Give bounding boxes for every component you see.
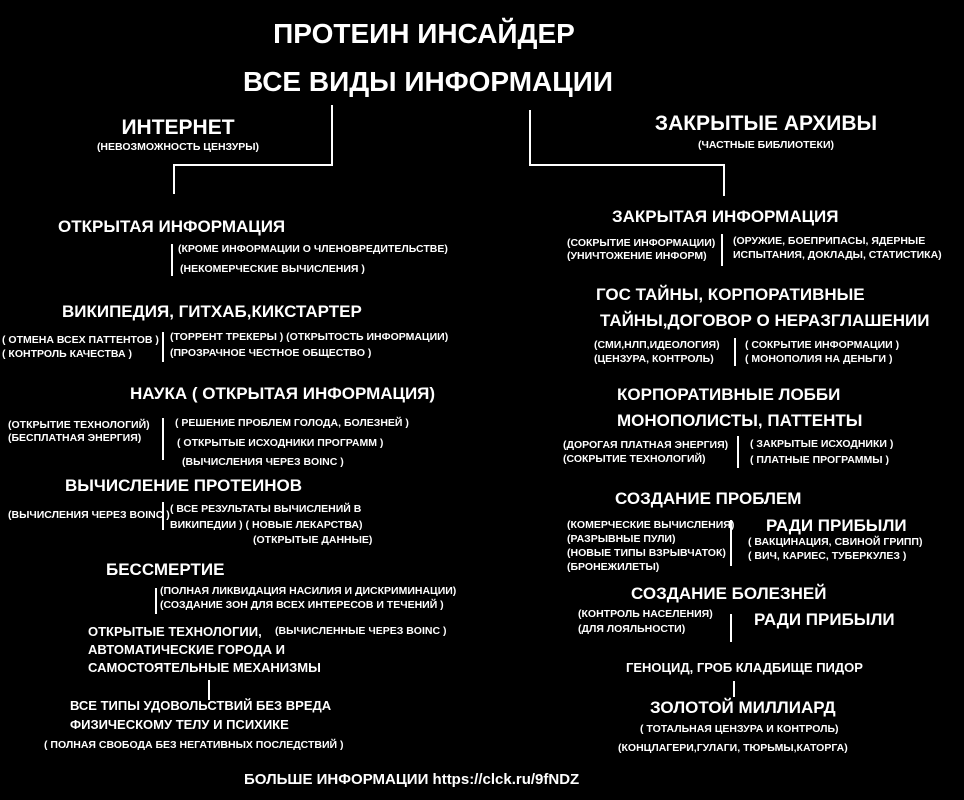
- secrets-right-note: ( МОНОПОЛИЯ НА ДЕНЬГИ ): [745, 353, 893, 365]
- tech-line: ОТКРЫТЫЕ ТЕХНОЛОГИИ,: [88, 624, 262, 639]
- separator-tick: [162, 418, 164, 460]
- wiki-title: ВИКИПЕДИЯ, ГИТХАБ,КИКСТАРТЕР: [62, 302, 362, 321]
- immortality-title: БЕССМЕРТИЕ: [106, 560, 225, 579]
- closed-info-right-note: (ОРУЖИЕ, БОЕПРИПАСЫ, ЯДЕРНЫЕ: [733, 235, 926, 247]
- lobby-left-note: (СОКРЫТИЕ ТЕХНОЛОГИЙ): [563, 453, 706, 465]
- open-info-note: (НЕКОМЕРЧЕСКИЕ ВЫЧИСЛЕНИЯ ): [180, 263, 365, 275]
- connector-line: [529, 110, 531, 165]
- protein-title: ВЫЧИСЛЕНИЕ ПРОТЕИНОВ: [65, 476, 303, 495]
- separator-tick: [162, 502, 164, 530]
- tech-line: САМОСТОЯТЕЛЬНЫЕ МЕХАНИЗМЫ: [88, 660, 321, 675]
- wiki-left-note: ( КОНТРОЛЬ КАЧЕСТВА ): [2, 348, 132, 360]
- open-info-title: ОТКРЫТАЯ ИНФОРМАЦИЯ: [58, 217, 286, 236]
- archives-subheading: (ЧАСТНЫЕ БИБЛИОТЕКИ): [697, 139, 835, 151]
- diseases-left-note: (КОНТРОЛЬ НАСЕЛЕНИЯ): [578, 608, 713, 620]
- wiki-right-note: (ТОРРЕНТ ТРЕКЕРЫ ) (ОТКРЫТОСТЬ ИНФОРМАЦИ…: [170, 331, 449, 343]
- separator-tick: [730, 614, 732, 642]
- lobby-title-line-1: КОРПОРАТИВНЫЕ ЛОББИ: [617, 385, 841, 404]
- problems-profit: РАДИ ПРИБЫЛИ: [766, 516, 907, 535]
- internet-heading: ИНТЕРНЕТ: [121, 116, 235, 139]
- diseases-title: СОЗДАНИЕ БОЛЕЗНЕЙ: [631, 584, 827, 603]
- diseases-left-note: (ДЛЯ ЛОЯЛЬНОСТИ): [578, 623, 686, 635]
- problems-right-note: ( ВАКЦИНАЦИЯ, СВИНОЙ ГРИПП): [748, 536, 923, 548]
- pleasure-line: ФИЗИЧЕСКОМУ ТЕЛУ И ПСИХИКЕ: [70, 717, 289, 732]
- protein-right-note: (ОТКРЫТЫЕ ДАННЫЕ): [253, 534, 373, 546]
- separator-tick: [721, 234, 723, 266]
- tech-line: АВТОМАТИЧЕСКИЕ ГОРОДА И: [88, 642, 285, 657]
- problems-left-note: (КОМЕРЧЕСКИЕ ВЫЧИСЛЕНИЯ): [567, 519, 735, 531]
- separator-tick: [208, 680, 210, 700]
- footer-link-text: БОЛЬШЕ ИНФОРМАЦИИ https://clck.ru/9fNDZ: [244, 771, 580, 788]
- separator-tick: [737, 436, 739, 468]
- closed-info-left-note: (УНИЧТОЖЕНИЕ ИНФОРМ): [567, 250, 707, 262]
- wiki-right-note: (ПРОЗРАЧНОЕ ЧЕСТНОЕ ОБЩЕСТВО ): [170, 347, 372, 359]
- billion-title: ЗОЛОТОЙ МИЛЛИАРД: [650, 698, 836, 717]
- protein-right-note: ВИКИПЕДИИ ) ( НОВЫЕ ЛЕКАРСТВА): [170, 519, 363, 531]
- science-right-note: (ВЫЧИСЛЕНИЯ ЧЕРЕЗ BOINC ): [182, 456, 344, 468]
- separator-tick: [734, 338, 736, 366]
- connector-line: [173, 164, 175, 194]
- lobby-title-line-2: МОНОПОЛИСТЫ, ПАТТЕНТЫ: [617, 411, 863, 430]
- pleasure-line: ВСЕ ТИПЫ УДОВОЛЬСТВИЙ БЕЗ ВРЕДА: [70, 698, 332, 713]
- open-info-note: (КРОМЕ ИНФОРМАЦИИ О ЧЛЕНОВРЕДИТЕЛЬСТВЕ): [178, 243, 448, 255]
- science-right-note: ( ОТКРЫТЫЕ ИСХОДНИКИ ПРОГРАММ ): [177, 437, 384, 449]
- secrets-left-note: (ЦЕНЗУРА, КОНТРОЛЬ): [594, 353, 714, 365]
- diseases-profit: РАДИ ПРИБЫЛИ: [754, 610, 895, 629]
- lobby-right-note: ( ЗАКРЫТЫЕ ИСХОДНИКИ ): [750, 438, 894, 450]
- protein-left-note: (ВЫЧИСЛЕНИЯ ЧЕРЕЗ BOINC ): [8, 509, 170, 521]
- problems-left-note: (РАЗРЫВНЫЕ ПУЛИ): [567, 533, 676, 545]
- secrets-title-line-2: ТАЙНЫ,ДОГОВОР О НЕРАЗГЛАШЕНИИ: [600, 311, 930, 330]
- problems-left-note: (БРОНЕЖИЛЕТЫ): [567, 561, 660, 573]
- title-line-1: ПРОТЕИН ИНСАЙДЕР: [273, 18, 575, 49]
- billion-note: (КОНЦЛАГЕРИ,ГУЛАГИ, ТЮРЬМЫ,КАТОРГА): [618, 742, 848, 754]
- closed-info-title: ЗАКРЫТАЯ ИНФОРМАЦИЯ: [612, 207, 839, 226]
- connector-line: [331, 105, 333, 165]
- science-left-note: (БЕСПЛАТНАЯ ЭНЕРГИЯ): [8, 432, 142, 444]
- problems-left-note: (НОВЫЕ ТИПЫ ВЗРЫВЧАТОК): [567, 547, 726, 559]
- title-line-2: ВСЕ ВИДЫ ИНФОРМАЦИИ: [243, 66, 613, 97]
- secrets-left-note: (СМИ,НЛП,ИДЕОЛОГИЯ): [594, 339, 720, 351]
- connector-line: [723, 164, 725, 196]
- protein-right-note: ( ВСЕ РЕЗУЛЬТАТЫ ВЫЧИСЛЕНИЙ В: [170, 503, 362, 515]
- closed-info-left-note: (СОКРЫТИЕ ИНФОРМАЦИИ): [567, 237, 716, 249]
- lobby-right-note: ( ПЛАТНЫЕ ПРОГРАММЫ ): [750, 454, 889, 466]
- genocide-text: ГЕНОЦИД, ГРОБ КЛАДБИЩЕ ПИДОР: [626, 660, 863, 675]
- separator-tick: [733, 681, 735, 697]
- separator-tick: [171, 244, 173, 276]
- lobby-left-note: (ДОРОГАЯ ПЛАТНАЯ ЭНЕРГИЯ): [563, 439, 729, 451]
- immortality-note: (СОЗДАНИЕ ЗОН ДЛЯ ВСЕХ ИНТЕРЕСОВ И ТЕЧЕН…: [160, 599, 444, 611]
- science-right-note: ( РЕШЕНИЕ ПРОБЛЕМ ГОЛОДА, БОЛЕЗНЕЙ ): [175, 417, 409, 429]
- problems-title: СОЗДАНИЕ ПРОБЛЕМ: [615, 489, 802, 508]
- billion-note: ( ТОТАЛЬНАЯ ЦЕНЗУРА И КОНТРОЛЬ): [640, 723, 839, 735]
- separator-tick: [162, 332, 164, 362]
- problems-right-note: ( ВИЧ, КАРИЕС, ТУБЕРКУЛЕЗ ): [748, 550, 907, 562]
- internet-subheading: (НЕВОЗМОЖНОСТЬ ЦЕНЗУРЫ): [96, 141, 260, 153]
- science-title: НАУКА ( ОТКРЫТАЯ ИНФОРМАЦИЯ): [130, 384, 436, 403]
- pleasure-note: ( ПОЛНАЯ СВОБОДА БЕЗ НЕГАТИВНЫХ ПОСЛЕДСТ…: [44, 739, 344, 751]
- secrets-right-note: ( СОКРЫТИЕ ИНФОРМАЦИИ ): [745, 339, 900, 351]
- separator-tick: [730, 520, 732, 566]
- secrets-title-line-1: ГОС ТАЙНЫ, КОРПОРАТИВНЫЕ: [596, 285, 865, 304]
- immortality-note: (ПОЛНАЯ ЛИКВИДАЦИЯ НАСИЛИЯ И ДИСКРИМИНАЦ…: [160, 585, 457, 597]
- connector-line: [529, 164, 725, 166]
- connector-line: [173, 164, 333, 166]
- wiki-left-note: ( ОТМЕНА ВСЕХ ПАТТЕНТОВ ): [2, 334, 159, 346]
- tech-note: (ВЫЧИСЛЕННЫЕ ЧЕРЕЗ BOINC ): [275, 625, 447, 637]
- separator-tick: [155, 588, 157, 614]
- archives-heading: ЗАКРЫТЫЕ АРХИВЫ: [654, 112, 878, 135]
- science-left-note: (ОТКРЫТИЕ ТЕХНОЛОГИЙ): [8, 419, 150, 431]
- closed-info-right-note: ИСПЫТАНИЯ, ДОКЛАДЫ, СТАТИСТИКА): [733, 249, 942, 261]
